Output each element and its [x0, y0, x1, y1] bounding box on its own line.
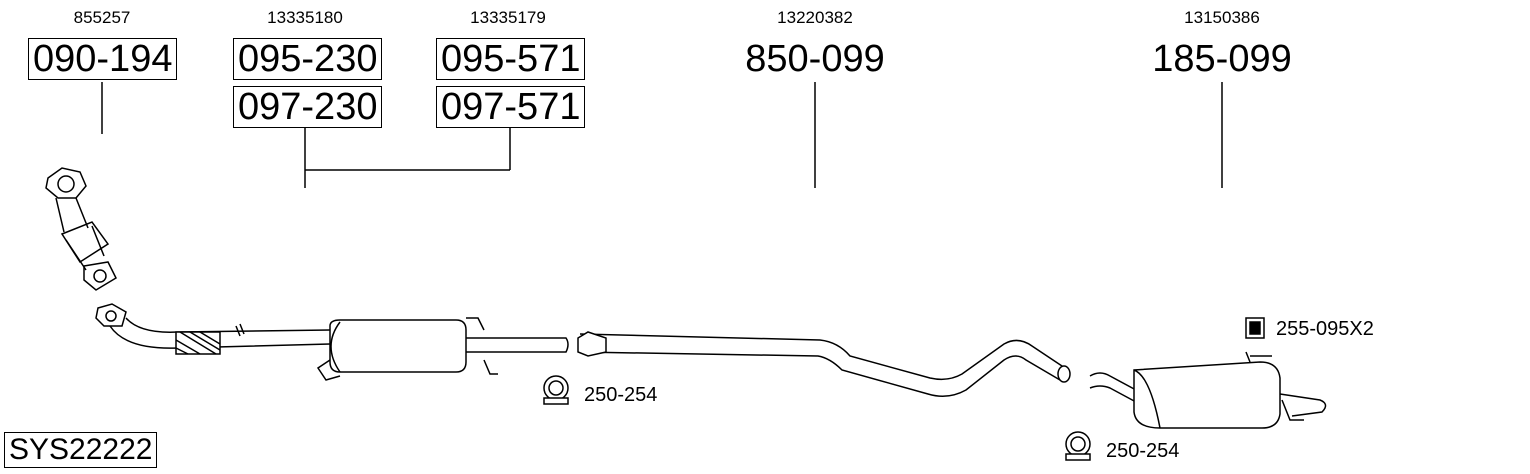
clamp-icon-2 [1065, 431, 1091, 461]
oe-number-rear: 13150386 [1184, 8, 1260, 27]
front-silencer-part [316, 317, 569, 381]
part-number-front-box-2[interactable]: 097-230 [233, 86, 383, 128]
middle-pipe-part [577, 331, 1071, 397]
clamp-icon-1 [543, 375, 569, 405]
front-pipe-part [95, 303, 331, 355]
part-number-rear-silencer[interactable]: 185-099 [1152, 38, 1292, 80]
oe-number-front-left: 13335180 [267, 8, 343, 27]
system-code: SYS22222 [4, 432, 158, 468]
manifold-catalyst-part [45, 167, 117, 291]
accessory-rubber-mount-label[interactable]: 255-095X2 [1276, 318, 1374, 340]
rear-silencer-part [1089, 351, 1327, 429]
part-number-front-box-4[interactable]: 097-571 [436, 86, 586, 128]
rubber-mount-icon [1245, 317, 1265, 339]
accessory-clamp-1-label[interactable]: 250-254 [584, 384, 658, 406]
part-number-middle-pipe[interactable]: 850-099 [745, 38, 885, 80]
oe-number-middle: 13220382 [777, 8, 853, 27]
oe-number-front-right: 13335179 [470, 8, 546, 27]
oe-number-manifold: 855257 [73, 8, 131, 27]
accessory-clamp-2-label[interactable]: 250-254 [1106, 440, 1180, 462]
part-number-front-box-3[interactable]: 095-571 [436, 38, 586, 80]
part-number-front-box-1[interactable]: 095-230 [233, 38, 383, 80]
part-number-manifold[interactable]: 090-194 [28, 38, 178, 80]
